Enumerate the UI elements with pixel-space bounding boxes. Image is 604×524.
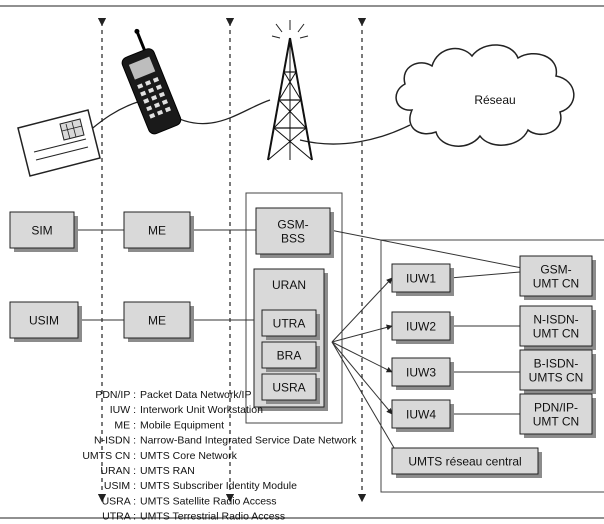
gsm-umt-cn-label-2: UMT CN <box>533 277 579 291</box>
legend-abbr: UMTS CN : <box>82 450 136 462</box>
bra-label: BRA <box>277 349 302 363</box>
b-isdn-umts-cn-label-2: UMTS CN <box>529 371 584 385</box>
iuw1-box: IUW1 <box>391 263 454 296</box>
legend-desc: Interwork Unit Workstation <box>140 404 263 416</box>
legend-abbr: PDN/IP : <box>95 389 136 401</box>
usim-label: USIM <box>29 314 59 328</box>
legend-abbr: N-ISDN : <box>94 435 136 447</box>
sim-label: SIM <box>31 224 52 238</box>
mobile-phone-icon <box>121 28 182 135</box>
b-isdn-umts-cn-label-1: B-ISDN- <box>534 357 579 371</box>
me-bottom-box: ME <box>123 301 194 342</box>
legend-desc: UMTS Core Network <box>140 450 238 462</box>
uran-label: URAN <box>272 278 306 292</box>
iuw1-label: IUW1 <box>406 272 436 286</box>
cloud-label: Réseau <box>474 93 515 107</box>
pdn-ip-umt-cn-box: PDN/IP-UMT CN <box>519 393 596 438</box>
n-isdn-umt-cn-label-2: UMT CN <box>533 327 579 341</box>
sim-box: SIM <box>9 211 78 252</box>
b-isdn-umts-cn-box: B-ISDN-UMTS CN <box>519 349 596 394</box>
me-top-box: ME <box>123 211 194 252</box>
utra-box: UTRA <box>261 309 320 340</box>
iuw4-label: IUW4 <box>406 408 436 422</box>
umts-core-label: UMTS réseau central <box>408 455 521 469</box>
pdn-ip-umt-cn-label-2: UMT CN <box>533 415 579 429</box>
iuw3-box: IUW3 <box>391 357 454 390</box>
legend-abbr: USIM : <box>104 480 136 492</box>
legend-desc: Packet Data Network/IP <box>140 389 251 401</box>
iuw4-box: IUW4 <box>391 399 454 432</box>
gsm-bss-label-1: GSM- <box>277 218 308 232</box>
connection-lines <box>74 229 523 459</box>
n-isdn-umt-cn-label-1: N-ISDN- <box>533 313 578 327</box>
pdn-ip-umt-cn-label-1: PDN/IP- <box>534 401 578 415</box>
bra-box: BRA <box>261 341 320 372</box>
n-isdn-umt-cn-box: N-ISDN-UMT CN <box>519 305 596 350</box>
me-top-label: ME <box>148 224 166 238</box>
usra-label: USRA <box>272 381 305 395</box>
legend-abbr: USRA : <box>102 495 136 507</box>
legend-desc: UMTS Terrestrial Radio Access <box>140 511 285 523</box>
legend: PDN/IP : Packet Data Network/IP IUW : Inter… <box>82 389 357 523</box>
utra-label: UTRA <box>273 317 306 331</box>
top-link-lines <box>69 97 411 149</box>
usim-box: USIM <box>9 301 82 342</box>
legend-abbr: IUW : <box>110 404 136 416</box>
smart-card-icon <box>17 109 101 177</box>
legend-abbr: ME : <box>114 419 136 431</box>
legend-desc: Narrow-Band Integrated Service Date Netw… <box>140 435 357 447</box>
legend-desc: Mobile Equipment <box>140 419 224 431</box>
me-bottom-label: ME <box>148 314 166 328</box>
legend-abbr: UTRA : <box>102 511 136 523</box>
antenna-tower-icon <box>267 20 313 161</box>
usra-box: USRA <box>261 373 320 404</box>
gsm-umt-cn-label-1: GSM- <box>540 263 571 277</box>
iuw2-label: IUW2 <box>406 320 436 334</box>
gsm-bss-label-2: BSS <box>281 232 305 246</box>
legend-abbr: URAN : <box>100 465 136 477</box>
gsm-bss-box: GSM-BSS <box>255 207 334 258</box>
legend-desc: UMTS Subscriber Identity Module <box>140 480 297 492</box>
umts-core-box: UMTS réseau central <box>391 447 542 478</box>
access-network-group <box>245 192 343 424</box>
legend-desc: UMTS Satellite Radio Access <box>140 495 277 507</box>
network-cloud: Réseau <box>395 44 575 147</box>
legend-desc: UMTS RAN <box>140 465 195 477</box>
gsm-umt-cn-box: GSM-UMT CN <box>519 255 596 300</box>
iuw3-label: IUW3 <box>406 366 436 380</box>
iuw2-box: IUW2 <box>391 311 454 344</box>
